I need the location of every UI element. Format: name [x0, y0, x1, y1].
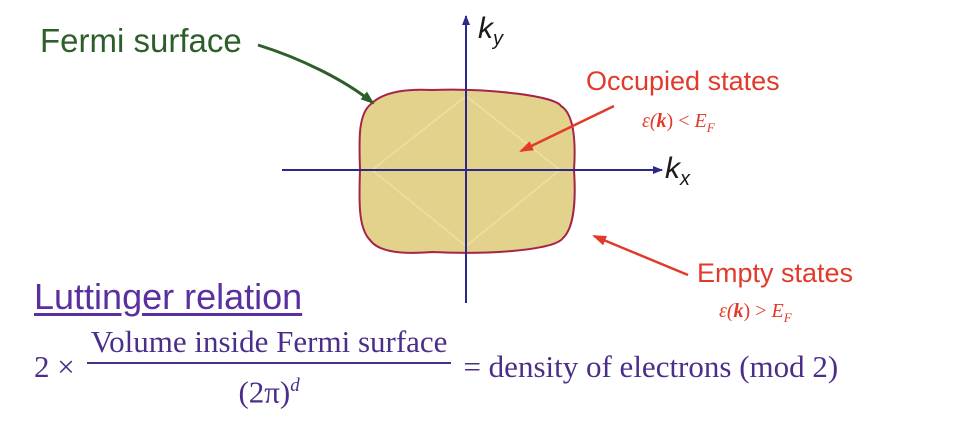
empty-states-label: Empty states: [697, 258, 854, 288]
occupied-states-label: Occupied states: [586, 66, 780, 96]
fermi-surface-label: Fermi surface: [40, 22, 242, 59]
occupied-states-arrow: [519, 104, 615, 153]
formula-fraction: Volume inside Fermi surface (2π)d: [86, 322, 452, 412]
luttinger-relation-heading: Luttinger relation: [34, 276, 303, 317]
ky-axis-label: ky: [478, 12, 503, 50]
occupied-condition: ε(k) < EF: [642, 110, 715, 135]
formula-numerator: Volume inside Fermi surface: [86, 322, 452, 364]
luttinger-formula: 2 × Volume inside Fermi surface (2π)d = …: [30, 322, 842, 412]
formula-prefix: 2 ×: [34, 349, 75, 385]
fermi-surface-shape: [358, 88, 576, 254]
empty-states-arrow: [592, 234, 689, 277]
formula-denominator: (2π)d: [238, 374, 300, 410]
fermi-surface-arrow: [257, 43, 375, 105]
kx-axis-label: kx: [665, 152, 690, 190]
empty-condition: ε(k) > EF: [719, 300, 792, 325]
formula-rhs: = density of electrons (mod 2): [463, 349, 839, 385]
